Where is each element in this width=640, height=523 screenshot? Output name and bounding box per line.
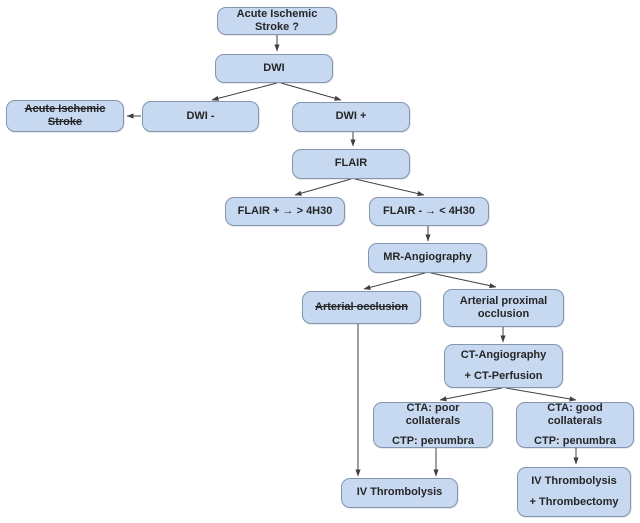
node-arterial-occlusion-ruled-out: Arterial occlusion [302,291,421,324]
node-label: DWI [263,61,285,74]
node-label-line-2: + Thrombectomy [529,495,619,508]
node-ct-angiography-ct-perfusion: CT-Angiography + CT-Perfusion [444,344,563,388]
node-label-line-2: occlusion [477,308,530,320]
arrow-flair-to-flair-neg [354,178,425,197]
arrow-mra-to-arterial-proximal [430,272,497,289]
node-label: DWI + [335,110,367,123]
node-label-line-1: CTA: good collaterals [547,401,603,427]
node-label-line-1: CT-Angiography [460,349,547,362]
node-label: IV Thrombolysis [356,486,443,499]
node-iv-thrombolysis-thrombectomy: IV Thrombolysis + Thrombectomy [517,467,631,517]
arrow-dwi-to-dwi-neg [211,82,278,101]
node-label: Acute Ischemic Stroke ? [236,7,318,33]
node-label-struck: Arterial occlusion [315,300,408,313]
node-dwi-positive: DWI + [292,102,410,132]
node-acute-ischemic-stroke-ruled-out: Acute Ischemic Stroke [6,100,124,132]
node-label: FLAIR + → > 4H30 [237,204,333,217]
arrow-cta-to-good-collaterals [505,387,577,402]
node-label: DWI - [186,109,215,122]
node-label: FLAIR [334,157,368,170]
node-label-line-1: IV Thrombolysis [531,475,617,488]
node-flair-positive-over-4h30: FLAIR + → > 4H30 [225,197,345,226]
node-acute-ischemic-stroke-question: Acute Ischemic Stroke ? [217,7,337,35]
node-label-line-1: Arterial proximal [459,294,548,307]
node-label-line-2: CTP: penumbra [392,435,474,448]
node-cta-good-collaterals: CTA: good collaterals CTP: penumbra [516,402,634,448]
node-flair: FLAIR [292,149,410,179]
node-label-line-1: CTA: poor collaterals [405,401,461,427]
node-iv-thrombolysis: IV Thrombolysis [341,478,458,508]
node-label-line-2: + CT-Perfusion [464,369,543,382]
arrow-mra-to-arterial-occlusion [363,272,426,290]
node-label-struck: Acute Ischemic Stroke [24,102,106,128]
node-flair-negative-under-4h30: FLAIR - → < 4H30 [369,197,489,226]
node-dwi: DWI [215,54,333,83]
node-mr-angiography: MR-Angiography [368,243,487,273]
node-cta-poor-collaterals: CTA: poor collaterals CTP: penumbra [373,402,493,448]
node-label-line-2: CTP: penumbra [534,435,616,448]
node-label: MR-Angiography [383,251,472,264]
arrow-dwi-to-dwi-pos [280,82,342,101]
arrow-flair-to-flair-pos [294,178,352,196]
node-dwi-negative: DWI - [142,101,259,132]
node-arterial-proximal-occlusion: Arterial proximal occlusion [443,289,564,327]
node-label: FLAIR - → < 4H30 [383,204,475,217]
arrow-cta-to-poor-collaterals [439,387,503,402]
